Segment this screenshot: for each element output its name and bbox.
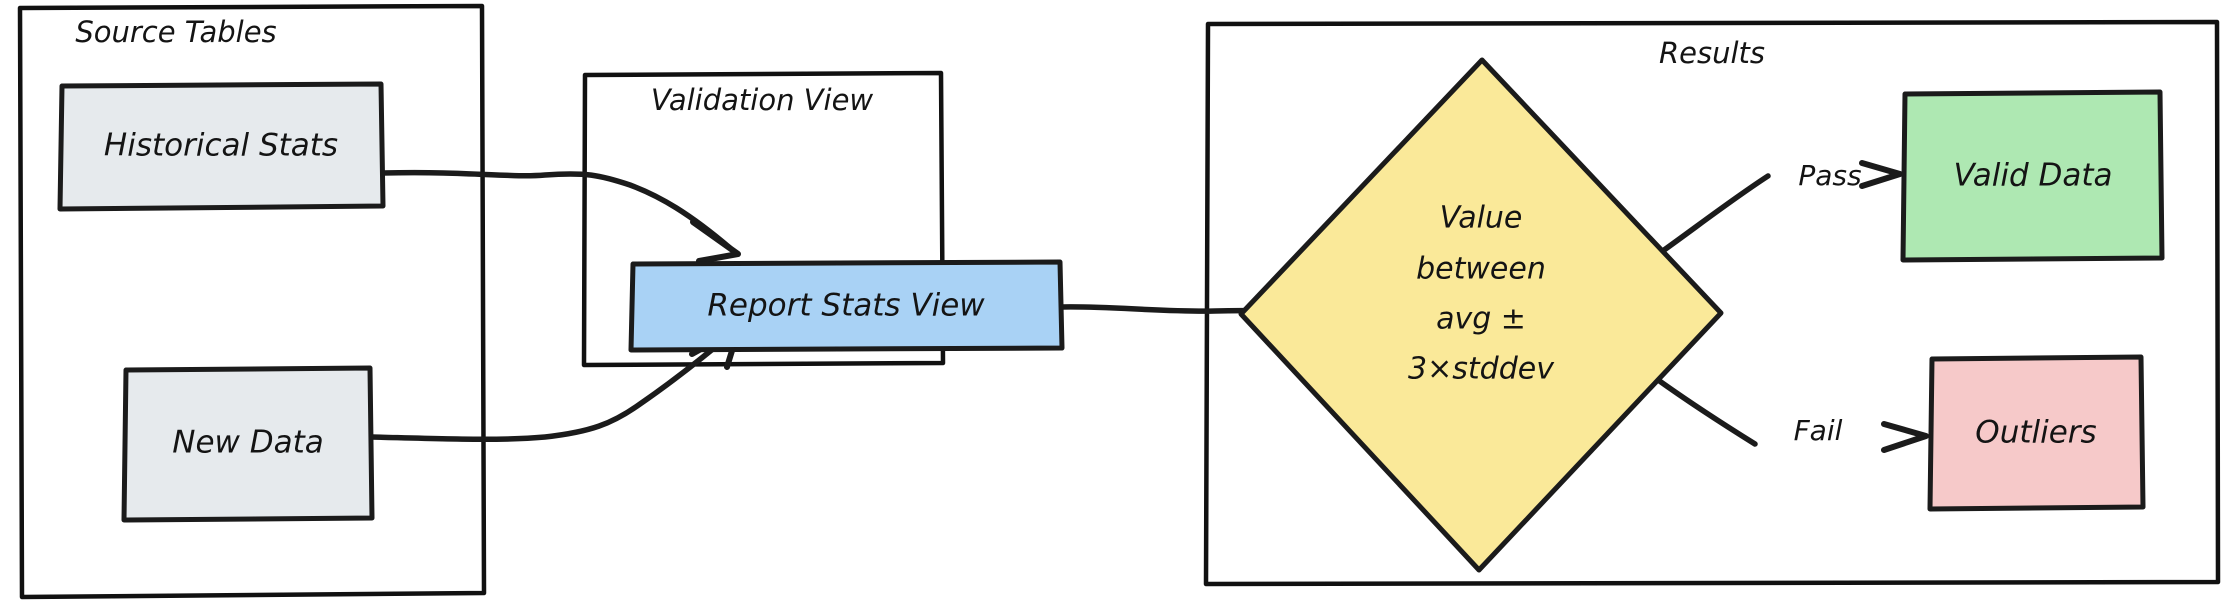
node-report-stats-view-shape[interactable] (628, 259, 1065, 353)
group-source-tables: Source Tables (17, 3, 487, 600)
node-value-check-label-line-2: between (1416, 252, 1546, 287)
group-validation-view: Validation View (581, 70, 946, 368)
node-new-data-shape[interactable] (121, 365, 375, 523)
node-outliers-shape[interactable] (1927, 354, 2146, 512)
node-report-stats-view[interactable]: Report Stats View (628, 259, 1065, 353)
edge-historical-to-report-line (380, 169, 733, 251)
node-value-check-label-line-3: avg ± (1436, 302, 1526, 337)
node-historical-stats[interactable]: Historical Stats (57, 81, 386, 212)
group-validation-view-label: Validation View (651, 83, 874, 117)
node-valid-data-shape[interactable] (1900, 89, 2165, 263)
group-results: Results (1203, 19, 2221, 587)
edge-newdata-to-report-line (369, 331, 734, 443)
edge-check-to-valid-arrowhead (1859, 160, 1903, 189)
edge-label-pass: Pass (1798, 159, 1861, 192)
node-historical-stats-shape[interactable] (57, 81, 386, 212)
node-report-stats-view-label: Report Stats View (707, 288, 985, 324)
node-value-check-label-line-1: Value (1440, 201, 1523, 236)
node-value-check[interactable]: Value between avg ± 3×stddev (1238, 57, 1724, 573)
edge-check-to-valid-line (1647, 173, 1771, 263)
node-outliers[interactable]: Outliers (1927, 354, 2146, 512)
group-results-border (1203, 19, 2221, 587)
node-value-check-label-line-4: 3×stddev (1408, 352, 1555, 387)
node-valid-data-label: Valid Data (1954, 158, 2113, 194)
edge-check-to-outliers: Fail (1644, 369, 1929, 453)
group-source-tables-border (17, 3, 487, 600)
edge-check-to-outliers-arrowhead (1881, 421, 1929, 453)
edge-check-to-outliers-line (1644, 369, 1758, 447)
node-outliers-label: Outliers (1975, 415, 2096, 451)
group-results-label: Results (1659, 36, 1765, 70)
edge-historical-to-report (380, 169, 741, 264)
edge-historical-to-report-arrowhead (690, 219, 741, 264)
edge-check-to-valid: Pass (1647, 159, 1903, 263)
group-validation-view-border (581, 70, 946, 368)
node-value-check-shape[interactable] (1238, 57, 1724, 573)
group-source-tables-label: Source Tables (75, 15, 276, 49)
edge-label-fail: Fail (1794, 414, 1843, 447)
node-new-data-label: New Data (172, 425, 324, 461)
node-historical-stats-label: Historical Stats (104, 128, 338, 164)
node-valid-data[interactable]: Valid Data (1900, 89, 2165, 263)
node-new-data[interactable]: New Data (121, 365, 375, 523)
